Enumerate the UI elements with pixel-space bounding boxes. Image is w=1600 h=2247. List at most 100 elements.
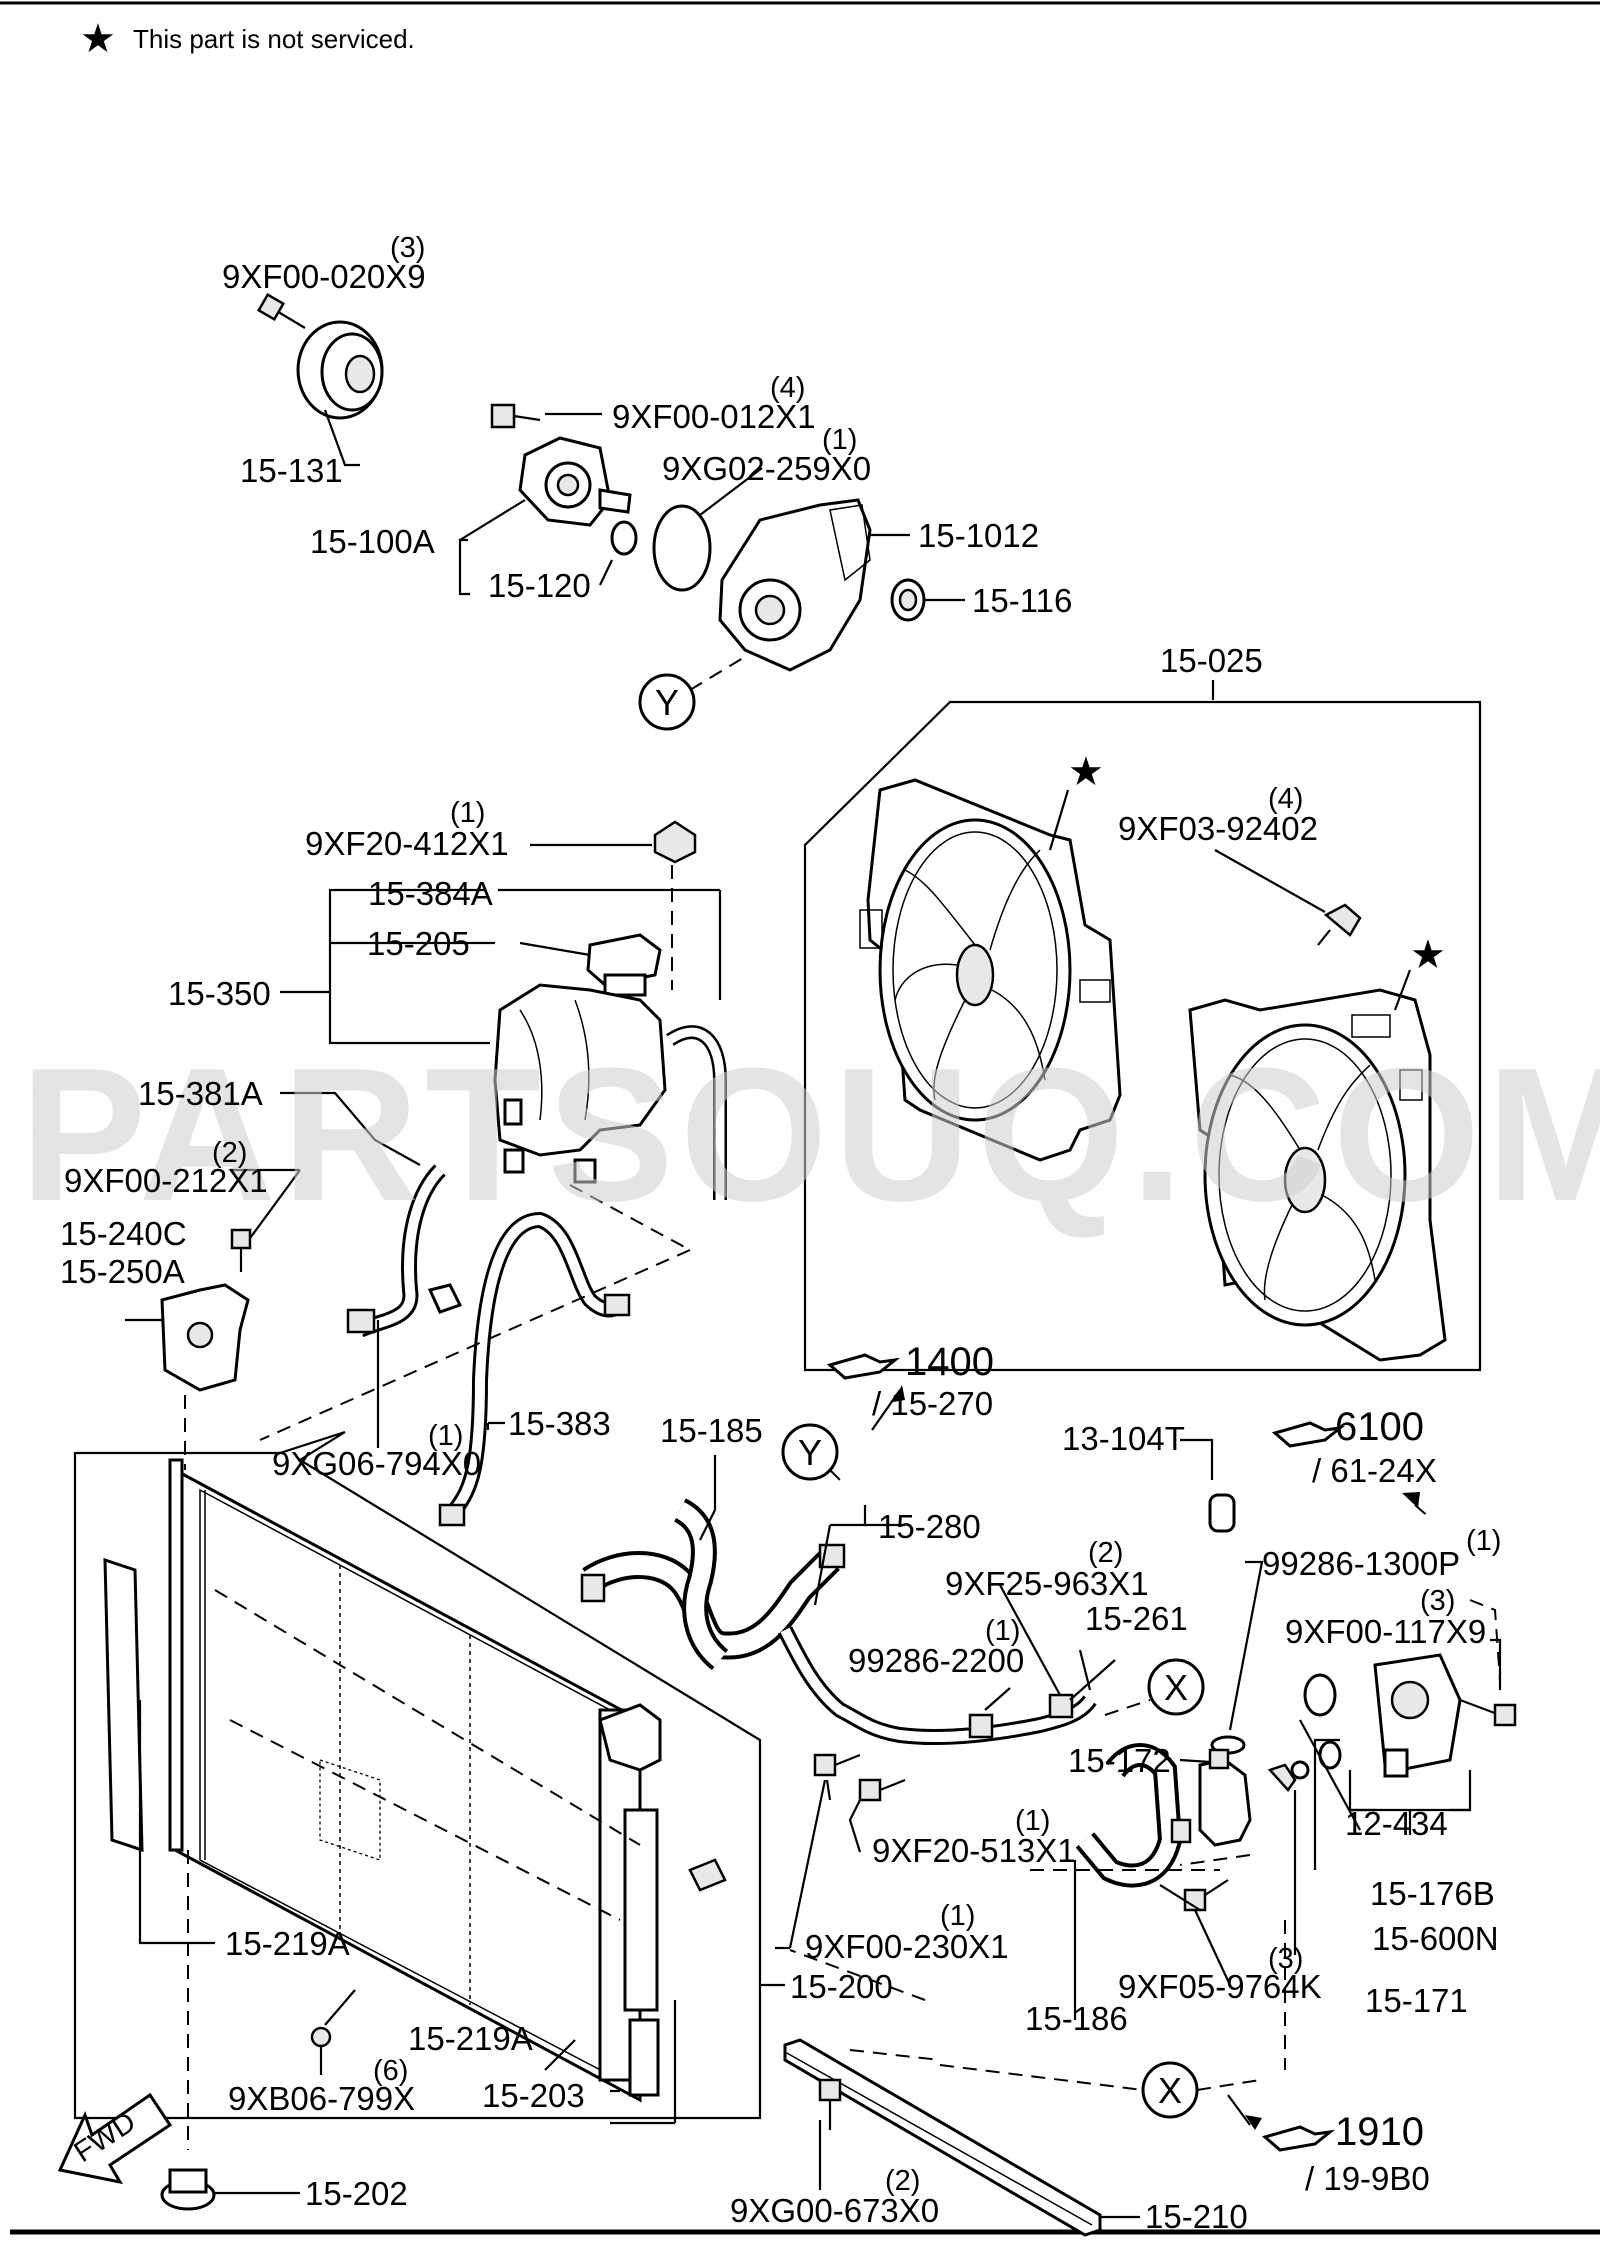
forward-direction-arrow: FWD [57, 2092, 173, 2185]
label-9xf00-212x1: 9XF00-212X1 [64, 1162, 268, 1199]
label-15-383: 15-383 [508, 1405, 611, 1442]
label-9xf05-9764k: 9XF05-9764K [1118, 1968, 1322, 2005]
radiator-box [73, 1430, 762, 2120]
fan-bolt[interactable] [1317, 903, 1362, 946]
water-pump-pulley[interactable] [296, 320, 384, 420]
label-9xf20-513x1: 9XF20-513X1 [872, 1832, 1076, 1869]
label-15-219a-center: 15-219A [408, 2020, 533, 2057]
label-9xf00-212x1-qty: (2) [212, 1137, 247, 1169]
water-outlet-176b[interactable] [1373, 1653, 1462, 1778]
tank-nut[interactable] [653, 820, 697, 864]
thermostat-housing[interactable] [1198, 1748, 1252, 1847]
label-9xg06-794x0-qty: (1) [428, 1420, 463, 1452]
label-13-104t: 13-104T [1062, 1420, 1185, 1457]
radiator-hose-upper[interactable] [356, 1164, 446, 1338]
bypass-hose-clamp[interactable] [1170, 1818, 1192, 1844]
label-15-186: 15-186 [1025, 2000, 1128, 2037]
label-15-261: 15-261 [1085, 1600, 1188, 1637]
radiator-core[interactable] [168, 1458, 642, 2103]
hose-clamp-heater-1[interactable] [968, 1713, 994, 1739]
water-pump-bolt[interactable] [490, 403, 541, 429]
tank-overflow-hose[interactable] [666, 1025, 727, 1200]
hand-pointer-icon-6100 [1271, 1421, 1346, 1448]
radiator-clip[interactable] [310, 2026, 332, 2075]
label-9xf20-412x1: 9XF20-412X1 [305, 825, 509, 862]
bracket-bolt-513[interactable] [813, 1753, 861, 1777]
label-15-280: 15-280 [878, 1508, 981, 1545]
outlet-bolt[interactable] [1459, 1698, 1517, 1727]
hose-clamp-1[interactable] [346, 1308, 376, 1334]
ref-6100-sub: / 61-24X [1312, 1452, 1437, 1489]
coolant-reserve-tank[interactable] [493, 983, 667, 1184]
radiator-lower-mount[interactable] [160, 2168, 216, 2211]
label-15-025: 15-025 [1160, 642, 1263, 679]
label-15-202: 15-202 [305, 2175, 408, 2212]
thermostat-bolt[interactable] [1267, 1760, 1310, 1793]
radiator-side-tank[interactable] [598, 1703, 662, 2097]
pulley-bolt[interactable] [256, 292, 306, 329]
label-9xf05-9764k-qty: (3) [1268, 1943, 1303, 1975]
svg-text:Y: Y [655, 682, 679, 723]
housing-seal[interactable] [890, 578, 926, 622]
label-9xf00-012x1: 9XF00-012X1 [612, 398, 816, 435]
label-12-434: 12-434 [1345, 1805, 1448, 1842]
radiator-air-seal[interactable] [103, 1557, 144, 1853]
label-15-250a: 15-250A [60, 1253, 185, 1290]
label-9xf00-020x9: 9XF00-020X9 [222, 258, 426, 295]
label-9xf00-117x9-qty: (3) [1420, 1585, 1455, 1617]
heater-hose[interactable] [777, 1626, 1097, 1745]
radiator-mount-bracket[interactable] [160, 1283, 250, 1392]
hose-clamp-heater-2[interactable] [1048, 1693, 1074, 1719]
not-serviced-note: This part is not serviced. [133, 24, 415, 54]
hose-clamp-3[interactable] [438, 1503, 466, 1527]
label-15-350: 15-350 [168, 975, 271, 1012]
label-15-116: 15-116 [972, 582, 1072, 619]
label-15-100a: 15-100A [310, 523, 435, 560]
label-15-171: 15-171 [1365, 1982, 1468, 2019]
label-9xb06-799x-qty: (6) [373, 2055, 408, 2087]
svg-text:Y: Y [798, 1432, 822, 1473]
label-9xg02-259x0: 9XG02-259X0 [662, 450, 871, 487]
label-15-131: 15-131 [240, 452, 343, 489]
callout-x-bottom: X [1141, 2061, 1199, 2119]
bracket-bolt[interactable] [230, 1228, 252, 1272]
label-9xf20-412x1-qty: (1) [450, 797, 485, 829]
svg-text:X: X [1158, 2070, 1182, 2111]
label-15-205: 15-205 [367, 925, 470, 962]
label-9xg00-673x0-qty: (2) [885, 2165, 920, 2197]
label-15-240c: 15-240C [60, 1215, 187, 1252]
cooling-fan-left[interactable] [859, 778, 1122, 1162]
tank-to-radiator-hose[interactable] [448, 1211, 628, 1515]
hose-clamp-2[interactable] [427, 1283, 463, 1314]
water-pump-gasket[interactable] [610, 520, 638, 556]
reserve-tank-cap[interactable] [586, 933, 662, 997]
label-9xg00-673x0: 9XG00-673X0 [730, 2192, 939, 2229]
water-pump-housing[interactable] [718, 498, 872, 672]
cooling-fan-right[interactable] [1188, 988, 1447, 1362]
radiator-drain-plug[interactable] [688, 1858, 727, 1892]
sensor-13-104t[interactable] [1208, 1493, 1236, 1533]
label-15-176b: 15-176B [1370, 1875, 1495, 1912]
label-15-203: 15-203 [482, 2077, 585, 2114]
ref-6100-number: 6100 [1335, 1405, 1424, 1449]
ref-1910-number: 1910 [1335, 2110, 1424, 2154]
label-99286-1300p: 99286-1300P [1262, 1545, 1460, 1582]
label-15-219a-left: 15-219A [225, 1925, 350, 1962]
label-9xf03-92402: 9XF03-92402 [1118, 810, 1318, 847]
label-15-172: 15-172 [1068, 1742, 1171, 1779]
star-icon-right-fan: ★ [1410, 933, 1446, 977]
label-99286-2200: 99286-2200 [848, 1642, 1024, 1679]
watermark: PARTSOUQ.COM [20, 1029, 1600, 1241]
label-9xf00-230x1: 9XF00-230X1 [805, 1928, 1009, 1965]
water-pump-assembly[interactable] [518, 436, 632, 527]
stay-bolt[interactable] [818, 2078, 842, 2130]
bracket-bolt-230[interactable] [858, 1778, 906, 1802]
hose-clamp-4[interactable] [603, 1293, 631, 1317]
o-ring[interactable] [652, 504, 712, 592]
fan-assembly-box [803, 700, 1482, 1372]
label-15-600n: 15-600N [1372, 1920, 1499, 1957]
bypass-hose-15-186[interactable] [1075, 1743, 1183, 1888]
label-9xf25-963x1: 9XF25-963X1 [945, 1565, 1149, 1602]
upper-radiator-hose[interactable] [582, 1498, 840, 1671]
thermostat-gasket[interactable] [1303, 1673, 1337, 1717]
